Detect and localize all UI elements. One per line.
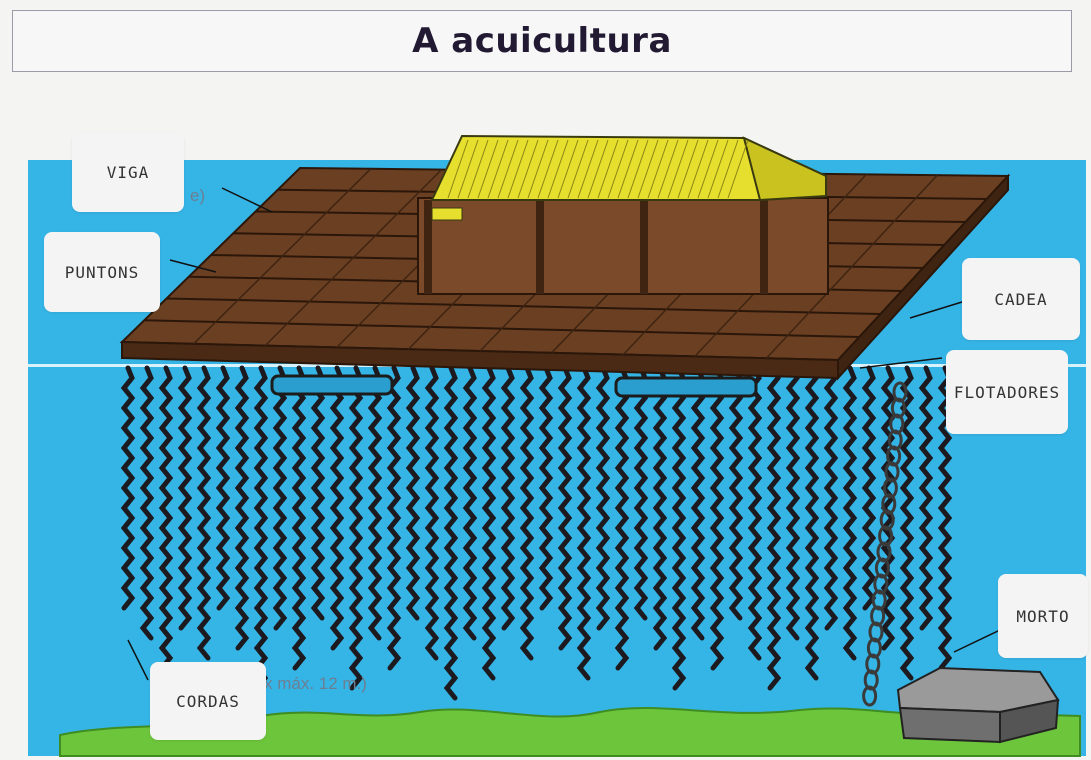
anchor-block (898, 668, 1058, 742)
hut-post (424, 200, 432, 294)
hut-window (432, 208, 462, 220)
label-puntons: PUNTONS (44, 232, 160, 312)
rope-length-note: x máx. 12 m.) (264, 674, 367, 694)
label-flotadores: FLOTADORES (946, 350, 1068, 434)
floater-left (272, 376, 392, 394)
label-cadea: CADEA (962, 258, 1080, 340)
hut-post (640, 200, 648, 294)
label-cordas: CORDAS (150, 662, 266, 740)
floater-right (616, 378, 756, 396)
hut-post (536, 200, 544, 294)
label-viga: VIGA (72, 132, 184, 212)
label-morto: MORTO (998, 574, 1088, 658)
hut-post (760, 200, 768, 294)
hut (418, 136, 828, 294)
anchor-block-front (900, 708, 1000, 742)
viga-fragment-note: e) (190, 186, 205, 206)
